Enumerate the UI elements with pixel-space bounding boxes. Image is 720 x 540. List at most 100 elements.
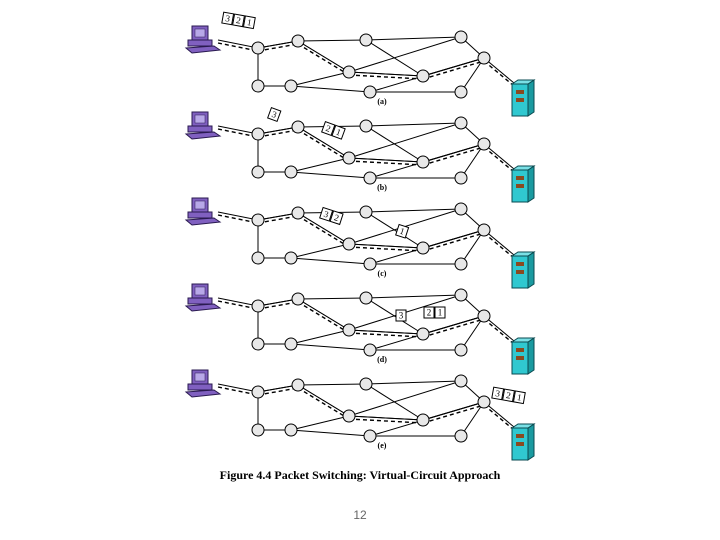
virtual-circuit-path [483,318,521,350]
switching-node [342,323,356,337]
packet-box [512,390,526,405]
switching-node [477,395,491,409]
virtual-circuit-path [348,246,424,252]
network-link [290,171,371,179]
switching-node [477,137,491,151]
screen [194,114,206,124]
packet-group: 1 [395,223,410,239]
packet-box [232,13,245,28]
tower-side [527,165,535,203]
virtual-circuit-path [297,129,350,162]
screen [194,200,206,210]
packet-box [491,386,505,401]
network-link [290,429,371,437]
tower-side [527,79,535,117]
virtual-circuit-path [422,404,485,424]
server-tower-icon [510,165,536,203]
drive-bay [516,98,524,102]
cpu-box [187,383,213,391]
switching-node [477,309,491,323]
packet-box [423,306,435,319]
desktop-computer-icon [184,283,222,312]
screen [194,372,206,382]
switching-node [342,237,356,251]
switching-node [363,343,377,357]
tower-side [527,337,535,375]
network-link [365,211,424,249]
switching-node [454,116,468,130]
virtual-circuit-path [297,387,350,420]
packet-box [395,223,410,239]
virtual-circuit-path [297,215,350,248]
switching-node [251,337,265,351]
network-link [365,122,462,127]
network-link [348,122,462,159]
virtual-circuit-rail [422,229,485,249]
cpu-box [187,125,213,133]
virtual-circuit-rail [257,298,299,307]
virtual-circuit-rail [297,212,350,245]
virtual-circuit-path [348,74,424,80]
virtual-circuit-rail [297,384,350,417]
packet-label: 3 [322,209,330,220]
switching-node [251,299,265,313]
virtual-circuit-path [483,146,521,178]
packet-box [319,206,334,222]
packet-box [395,309,407,322]
keyboard [184,131,222,140]
network-link [365,383,424,421]
switching-node [454,429,468,443]
screen [194,286,206,296]
keyboard [184,45,222,54]
packet-label: 2 [427,308,432,318]
packet-label: 3 [495,388,502,399]
keyboard [184,303,222,312]
switching-node [342,151,356,165]
packet-group: 3 [267,106,282,123]
packet-box [502,388,515,403]
network-link [290,415,350,431]
switching-node [291,292,305,306]
switching-node [454,30,468,44]
virtual-circuit-path [483,232,521,264]
switching-node [416,69,430,83]
virtual-circuit-rail [217,383,259,393]
network-link [365,36,462,41]
switching-node [454,257,468,271]
network-link [297,297,367,300]
packet-box [267,106,282,123]
switching-node [454,171,468,185]
network-link [290,257,371,265]
network-link [290,71,350,87]
switching-node [454,288,468,302]
switching-node [416,327,430,341]
tower-top [510,165,536,171]
cpu-box [187,297,213,305]
switching-node [342,409,356,423]
packet-label: 1 [398,226,405,237]
virtual-circuit-path [348,160,424,166]
virtual-circuit-rail [297,298,350,331]
switching-node [284,337,298,351]
switching-node [359,33,373,47]
network-link [297,383,367,386]
server-tower-icon [510,79,536,117]
virtual-circuit-rail [257,212,299,221]
virtual-circuit-rail [257,126,299,135]
virtual-circuit-path [348,418,424,424]
virtual-circuit-path [483,404,521,436]
packet-box [321,120,336,137]
panel-label: (a) [377,97,387,106]
virtual-circuit-rail [348,415,424,421]
packet-label: 1 [438,308,443,318]
server-tower-icon [510,423,536,461]
tower-top [510,337,536,343]
virtual-circuit-rail [422,315,485,335]
switching-node [291,120,305,134]
switching-node [454,374,468,388]
switching-node [284,423,298,437]
panel-label: (c) [378,269,387,278]
network-link [460,401,485,437]
